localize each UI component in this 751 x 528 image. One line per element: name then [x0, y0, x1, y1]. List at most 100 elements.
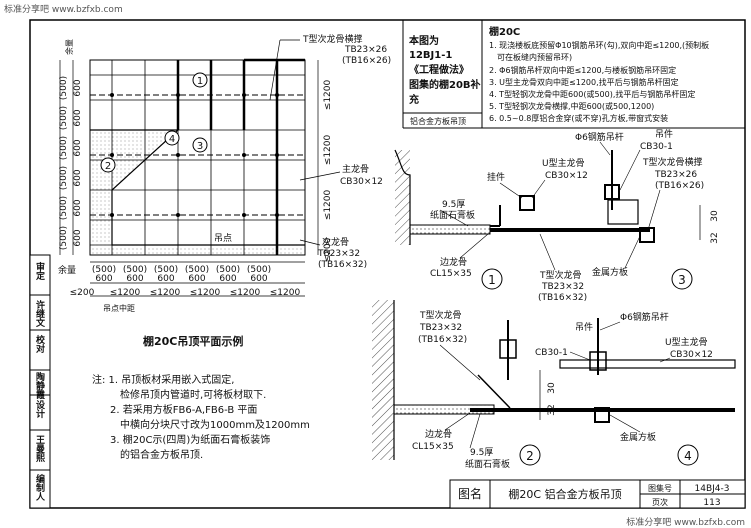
detail-4: 30 32 4 吊件 CB30-1 Φ6钢筋吊杆 U型主龙骨 CB30×12 金…: [535, 311, 736, 466]
watermark-top: 标准分享吧 www.bzfxb.com: [4, 5, 123, 15]
sidebar-item-shending: 审定: [34, 262, 44, 280]
svg-text:CB30×12: CB30×12: [545, 171, 588, 181]
svg-text:600: 600: [73, 139, 83, 156]
svg-text:3: 3: [678, 273, 686, 287]
svg-text:600: 600: [73, 229, 83, 246]
svg-text:主龙骨: 主龙骨: [342, 163, 369, 175]
svg-text:CL15×35: CL15×35: [412, 442, 454, 452]
svg-text:(500): (500): [59, 196, 69, 220]
svg-text:600: 600: [157, 274, 174, 284]
plan-marker-4: 4: [164, 130, 180, 146]
svg-text:600: 600: [73, 199, 83, 216]
svg-text:(TB16×32): (TB16×32): [538, 293, 587, 303]
svg-text:U型主龙骨: U型主龙骨: [665, 336, 708, 348]
svg-text:≤1200: ≤1200: [323, 135, 333, 166]
svg-text:≤1200: ≤1200: [150, 288, 181, 298]
svg-text:≤1200: ≤1200: [190, 288, 221, 298]
svg-text:图集号: 图集号: [648, 483, 672, 493]
svg-text:铝合金方板吊顶: 铝合金方板吊顶: [410, 116, 466, 126]
svg-text:(500): (500): [247, 265, 271, 275]
svg-text:CB30×12: CB30×12: [670, 350, 713, 360]
note-line: 中横向分块尺寸改为1000mm及1200mm: [120, 420, 310, 431]
svg-text:余量: 余量: [58, 264, 76, 276]
plan-bottom-dims: 余量 (500) 600 (500) 600 (500) 600 (500) 6…: [58, 261, 305, 313]
note-line: 检修吊顶内管道时,可将板材取下.: [120, 390, 267, 401]
sidebar-item-bianzhi: 编制人: [34, 474, 44, 501]
sidebar-item-sheji: 设计: [34, 400, 44, 418]
svg-text:本图为: 本图为: [409, 34, 439, 47]
svg-text:(500): (500): [59, 76, 69, 100]
svg-text:≤200: ≤200: [323, 237, 333, 262]
svg-text:600: 600: [73, 79, 83, 96]
svg-text:TB23×32: TB23×32: [419, 323, 462, 333]
svg-text:600: 600: [219, 274, 236, 284]
svg-text:30: 30: [547, 382, 557, 394]
svg-text:纸面石膏板: 纸面石膏板: [430, 209, 475, 221]
svg-text:(500): (500): [123, 265, 147, 275]
detail-2: 2 T型次龙骨 TB23×32 (TB16×32) 边龙骨 CL15×35 9.…: [372, 300, 560, 470]
svg-text:5. T型轻钢次龙骨横撑,中距600(或500,1200): 5. T型轻钢次龙骨横撑,中距600(或500,1200): [489, 101, 654, 111]
page-number: 113: [703, 498, 720, 508]
plan-title: 棚20C吊顶平面示例: [143, 334, 243, 348]
svg-text:9.5厚: 9.5厚: [442, 199, 465, 210]
detail-3: 30 32 3 Φ6钢筋吊杆 吊件 CB30-1 T型次龙骨横撑 TB23×26…: [575, 128, 720, 290]
title-block: 图名 棚20C 铝合金方板吊顶 图集号 14BJ4-3 页次 113: [449, 479, 746, 509]
svg-text:600: 600: [73, 169, 83, 186]
svg-text:U型主龙骨: U型主龙骨: [542, 157, 585, 169]
svg-text:≤200: ≤200: [70, 288, 95, 298]
svg-text:(500): (500): [154, 265, 178, 275]
svg-text:(TB16×32): (TB16×32): [418, 335, 467, 345]
watermark-bottom: 标准分享吧 www.bzfxb.com: [626, 518, 745, 528]
svg-text:(TB16×26): (TB16×26): [342, 56, 391, 66]
svg-text:≤1200: ≤1200: [323, 190, 333, 221]
svg-text:32: 32: [547, 404, 557, 415]
svg-text:吊点: 吊点: [214, 233, 232, 244]
plan-marker-3: 3: [192, 137, 208, 153]
svg-text:2: 2: [105, 161, 111, 172]
drawing-title: 棚20C 铝合金方板吊顶: [508, 487, 621, 501]
svg-text:挂件: 挂件: [487, 171, 505, 183]
detail-1: 1 9.5厚 纸面石膏板 挂件 U型主龙骨 CB30×12 边龙骨 CL15×3…: [394, 149, 650, 303]
svg-text:600: 600: [126, 274, 143, 284]
svg-text:1: 1: [197, 76, 203, 87]
sidebar-item-name-3: 王曼熙: [34, 435, 44, 462]
svg-text:600: 600: [188, 274, 205, 284]
svg-text:≤1200: ≤1200: [323, 80, 333, 111]
svg-text:CL15×35: CL15×35: [430, 269, 472, 279]
plan-marker-1: 1: [192, 72, 208, 88]
plan-right-dims: ≤1200 ≤1200 ≤1200 ≤200: [317, 60, 333, 262]
note-line: 3. 棚20C示(四周)为纸面石膏板装饰: [110, 435, 271, 446]
svg-text:次龙骨: 次龙骨: [322, 236, 349, 248]
spec-box: 棚20C 1. 现浇楼板底预留Φ10钢筋吊环(勾),双向中距≤1200,(预制板…: [489, 25, 709, 123]
svg-text:(500): (500): [59, 106, 69, 130]
svg-text:《工程做法》: 《工程做法》: [409, 63, 469, 76]
svg-text:≤1200: ≤1200: [270, 288, 301, 298]
svg-text:吊件: 吊件: [655, 128, 673, 140]
svg-text:4: 4: [684, 449, 692, 463]
svg-text:2. Φ6钢筋吊杆双向中距≤1200,与楼板钢筋吊环固定: 2. Φ6钢筋吊杆双向中距≤1200,与楼板钢筋吊环固定: [489, 65, 676, 75]
svg-text:Φ6钢筋吊杆: Φ6钢筋吊杆: [620, 311, 669, 323]
title-label: 图名: [458, 486, 482, 501]
svg-text:金属方板: 金属方板: [620, 431, 656, 443]
svg-text:TB23×32: TB23×32: [317, 249, 360, 259]
svg-text:12BJ1-1: 12BJ1-1: [409, 50, 452, 61]
svg-text:(500): (500): [59, 136, 69, 160]
plan-labels: T型次龙骨横撑 TB23×26 (TB16×26) 主龙骨 CB30×12 吊点…: [214, 33, 391, 270]
svg-text:可在板缝内预留吊环): 可在板缝内预留吊环): [497, 52, 572, 62]
sidebar-item-jiaodui: 校对: [34, 335, 44, 353]
svg-text:1: 1: [488, 273, 496, 287]
svg-text:4. T型轻钢次龙骨中距600(或500),找平后与钢筋吊杆: 4. T型轻钢次龙骨中距600(或500),找平后与钢筋吊杆固定: [489, 89, 695, 99]
svg-text:≤1200: ≤1200: [110, 288, 141, 298]
note-line: 2. 若采用方板FB6-A,FB6-B 平面: [110, 405, 258, 416]
svg-text:(500): (500): [59, 226, 69, 250]
svg-text:3: 3: [197, 141, 203, 152]
plan-marker-2: 2: [100, 157, 116, 173]
svg-text:棚20C: 棚20C: [489, 25, 520, 38]
svg-text:600: 600: [95, 274, 112, 284]
svg-text:600: 600: [73, 109, 83, 126]
svg-text:吊点中距: 吊点中距: [103, 303, 135, 313]
atlas-number: 14BJ4-3: [695, 484, 730, 494]
reference-box: 本图为 12BJ1-1 《工程做法》 图集的棚20B补 充 铝合金方板吊顶: [402, 20, 745, 129]
svg-text:T型次龙骨: T型次龙骨: [539, 269, 582, 281]
